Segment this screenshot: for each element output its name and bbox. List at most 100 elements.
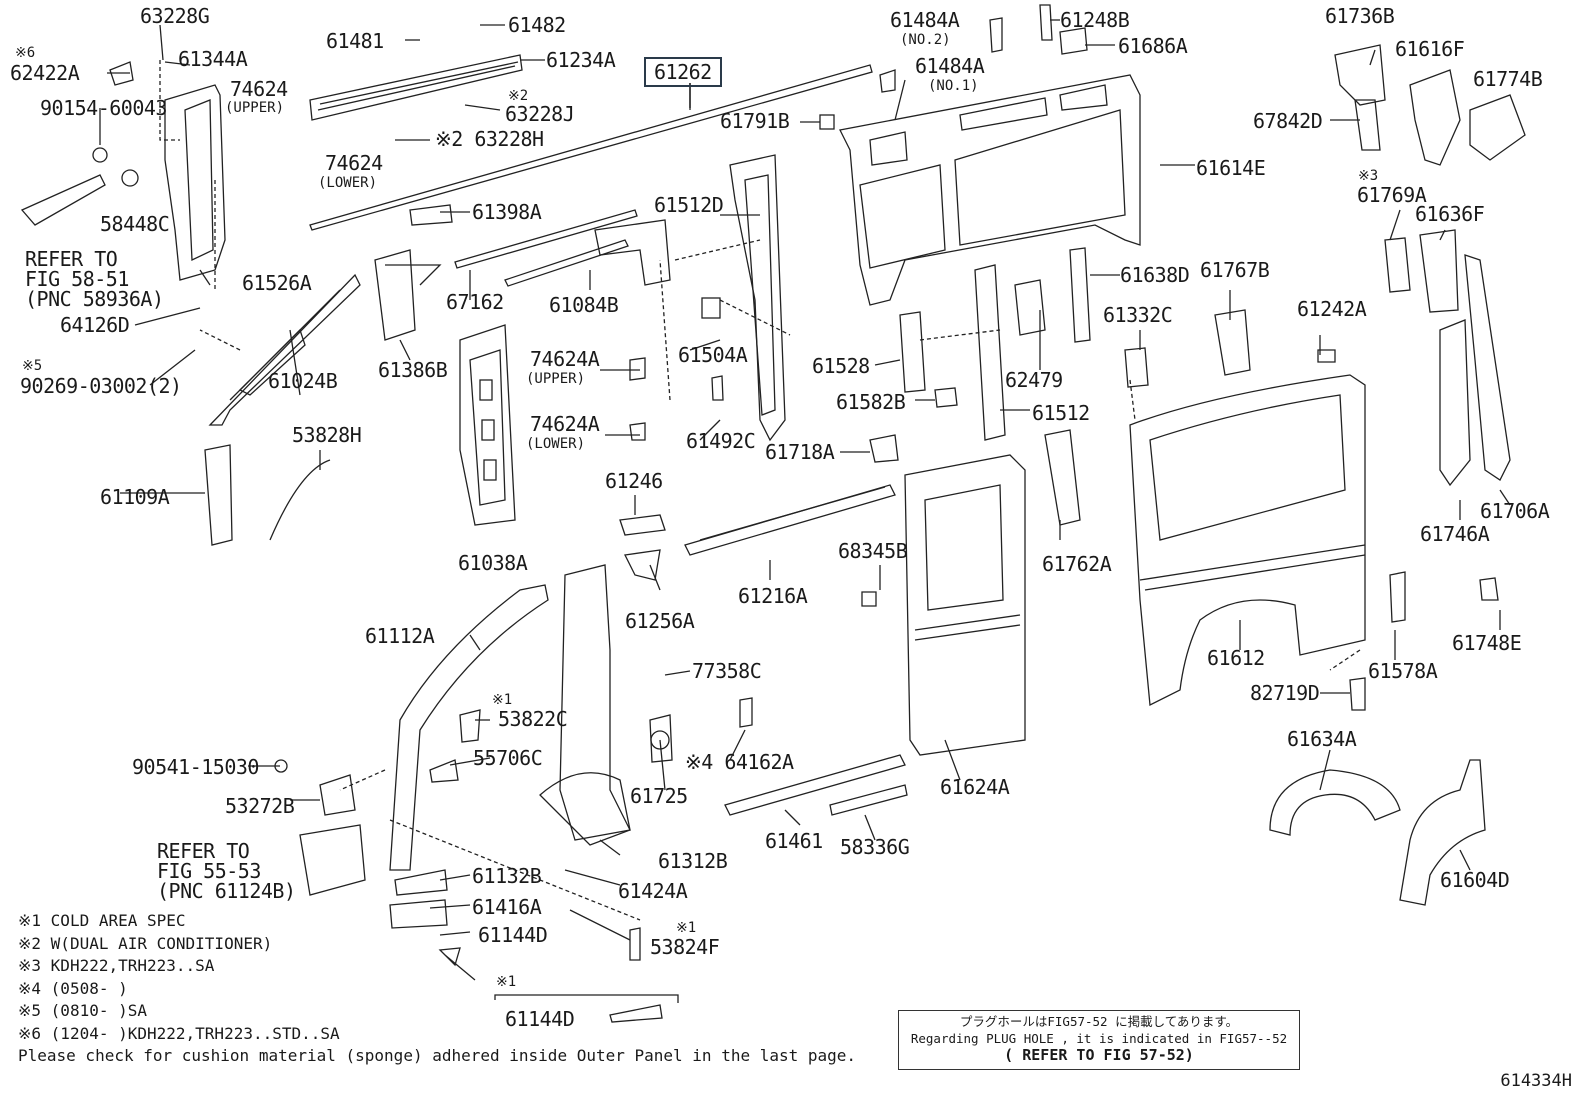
label-61234a: 61234A: [546, 48, 616, 72]
legend-note-2: ※2 W(DUAL AIR CONDITIONER): [18, 933, 273, 953]
label-63228j: 63228J: [505, 102, 575, 126]
legend-note-6: ※6 (1204- )KDH222,TRH223..STD..SA: [18, 1023, 340, 1043]
label-61144d-alt: 61144D: [505, 1007, 575, 1031]
label-90269-03002: 90269-03002(2): [20, 374, 182, 398]
label-61746a: 61746A: [1420, 522, 1490, 546]
label-74624-upper: 74624: [230, 77, 288, 101]
label-62422a-note: ※6: [15, 45, 36, 61]
label-61582b: 61582B: [836, 390, 906, 414]
label-61718a: 61718A: [765, 440, 835, 464]
legend-note-4: ※4 (0508- ): [18, 978, 128, 998]
label-61526a: 61526A: [242, 271, 312, 295]
plug-note-japanese: プラグホールはFIG57-52 に掲載してあります。: [959, 1014, 1239, 1029]
label-53272b: 53272B: [225, 794, 295, 818]
panel-61614e: [839, 4, 1141, 306]
label-61504a: 61504A: [678, 343, 748, 367]
plug-note-reference: ( REFER TO FIG 57-52): [1004, 1046, 1194, 1064]
refer-fig-58-51-line3: (PNC 58936A): [25, 287, 164, 311]
sill-parts: [619, 484, 908, 816]
label-61492c: 61492C: [686, 429, 756, 453]
refer-fig-55-53-line3: (PNC 61124B): [157, 879, 296, 903]
label-61484a-no1-sub: (NO.1): [928, 78, 979, 94]
label-61578a: 61578A: [1368, 659, 1438, 683]
label-61614e: 61614E: [1196, 156, 1266, 180]
label-61624a: 61624A: [940, 775, 1010, 799]
label-61769a-note: ※3: [1358, 168, 1379, 184]
label-53824f: 53824F: [650, 935, 720, 959]
legend-note-3: ※3 KDH222,TRH223..SA: [18, 956, 215, 975]
label-58448c: 58448C: [100, 212, 170, 236]
label-61132b: 61132B: [472, 864, 542, 888]
pillar-61512d: [629, 114, 835, 442]
label-61638d: 61638D: [1120, 263, 1190, 287]
label-61262-highlighted[interactable]: 61262: [644, 57, 722, 87]
label-90154-60043: 90154-60043: [40, 96, 167, 120]
label-74624a-upper-sub: (UPPER): [526, 371, 586, 387]
label-74624-lower: 74624: [325, 151, 383, 175]
label-53828h: 53828H: [292, 423, 362, 447]
label-61416a: 61416A: [472, 895, 542, 919]
label-61791b: 61791B: [720, 109, 790, 133]
label-61736b: 61736B: [1325, 4, 1395, 28]
label-61769a: 61769A: [1357, 183, 1427, 207]
label-61112a: 61112A: [365, 624, 435, 648]
label-61024b: 61024B: [268, 369, 338, 393]
label-61312b: 61312B: [658, 849, 728, 873]
label-61424a: 61424A: [618, 879, 688, 903]
label-61144d-alt-note: ※1: [496, 974, 517, 990]
panel-61612: [1129, 374, 1406, 711]
label-61512d: 61512D: [654, 193, 724, 217]
label-61386b: 61386B: [378, 358, 448, 382]
label-61242a: 61242A: [1297, 297, 1367, 321]
label-67162: 67162: [446, 290, 504, 314]
rear-corner-parts: [1334, 44, 1526, 601]
label-61512: 61512: [1032, 401, 1090, 425]
label-61332c: 61332C: [1103, 303, 1173, 327]
label-53822c-note: ※1: [492, 692, 513, 708]
label-61084b: 61084B: [549, 293, 619, 317]
label-61748e: 61748E: [1452, 631, 1522, 655]
label-62422a: 62422A: [10, 61, 80, 85]
label-61774b: 61774B: [1473, 67, 1543, 91]
panel-61624a: [861, 454, 1026, 756]
label-67842d: 67842D: [1253, 109, 1323, 133]
label-61482: 61482: [508, 13, 566, 37]
label-61109a: 61109A: [100, 485, 170, 509]
label-63228g: 63228G: [140, 4, 210, 28]
label-53822c: 53822C: [498, 707, 568, 731]
label-61634a: 61634A: [1287, 727, 1357, 751]
middle-pillar-parts: [869, 247, 1336, 526]
label-90541-15030: 90541-15030: [132, 755, 259, 779]
roof-rail-parts: [309, 54, 873, 287]
label-61616f: 61616F: [1395, 37, 1465, 61]
label-74624a-lower-sub: (LOWER): [526, 436, 586, 452]
label-61762a: 61762A: [1042, 552, 1112, 576]
label-61216a: 61216A: [738, 584, 808, 608]
legend-cushion-note: Please check for cushion material (spong…: [18, 1046, 857, 1065]
label-62479: 62479: [1005, 368, 1063, 392]
legend-note-1: ※1 COLD AREA SPEC: [18, 911, 186, 930]
label-82719d: 82719D: [1250, 681, 1320, 705]
label-61686a: 61686A: [1118, 34, 1188, 58]
label-61256a: 61256A: [625, 609, 695, 633]
front-lower-parts: [274, 564, 753, 1023]
label-58336g: 58336G: [840, 835, 910, 859]
label-61144d: 61144D: [478, 923, 548, 947]
label-61484a-no1: 61484A: [915, 54, 985, 78]
figure-number: 614334H: [1500, 1071, 1572, 1091]
label-61636f: 61636F: [1415, 202, 1485, 226]
plug-hole-note: プラグホールはFIG57-52 に掲載してあります。 Regarding PLU…: [898, 1010, 1300, 1070]
left-pillar-parts: [20, 61, 671, 546]
label-63228j-note: ※2: [508, 88, 529, 104]
label-74624-upper-sub: (UPPER): [225, 100, 285, 116]
label-61246: 61246: [605, 469, 663, 493]
label-55706c: 55706C: [473, 746, 543, 770]
refer-fig-55-53-line2: FIG 55-53: [157, 859, 261, 883]
label-74624a-lower: 74624A: [530, 412, 600, 436]
label-61248b: 61248B: [1060, 8, 1130, 32]
label-61038a: 61038A: [458, 551, 528, 575]
plug-note-english: Regarding PLUG HOLE , it is indicated in…: [910, 1031, 1288, 1046]
label-61484a-no2: 61484A: [890, 8, 960, 32]
label-63228h: ※2 63228H: [435, 127, 544, 151]
